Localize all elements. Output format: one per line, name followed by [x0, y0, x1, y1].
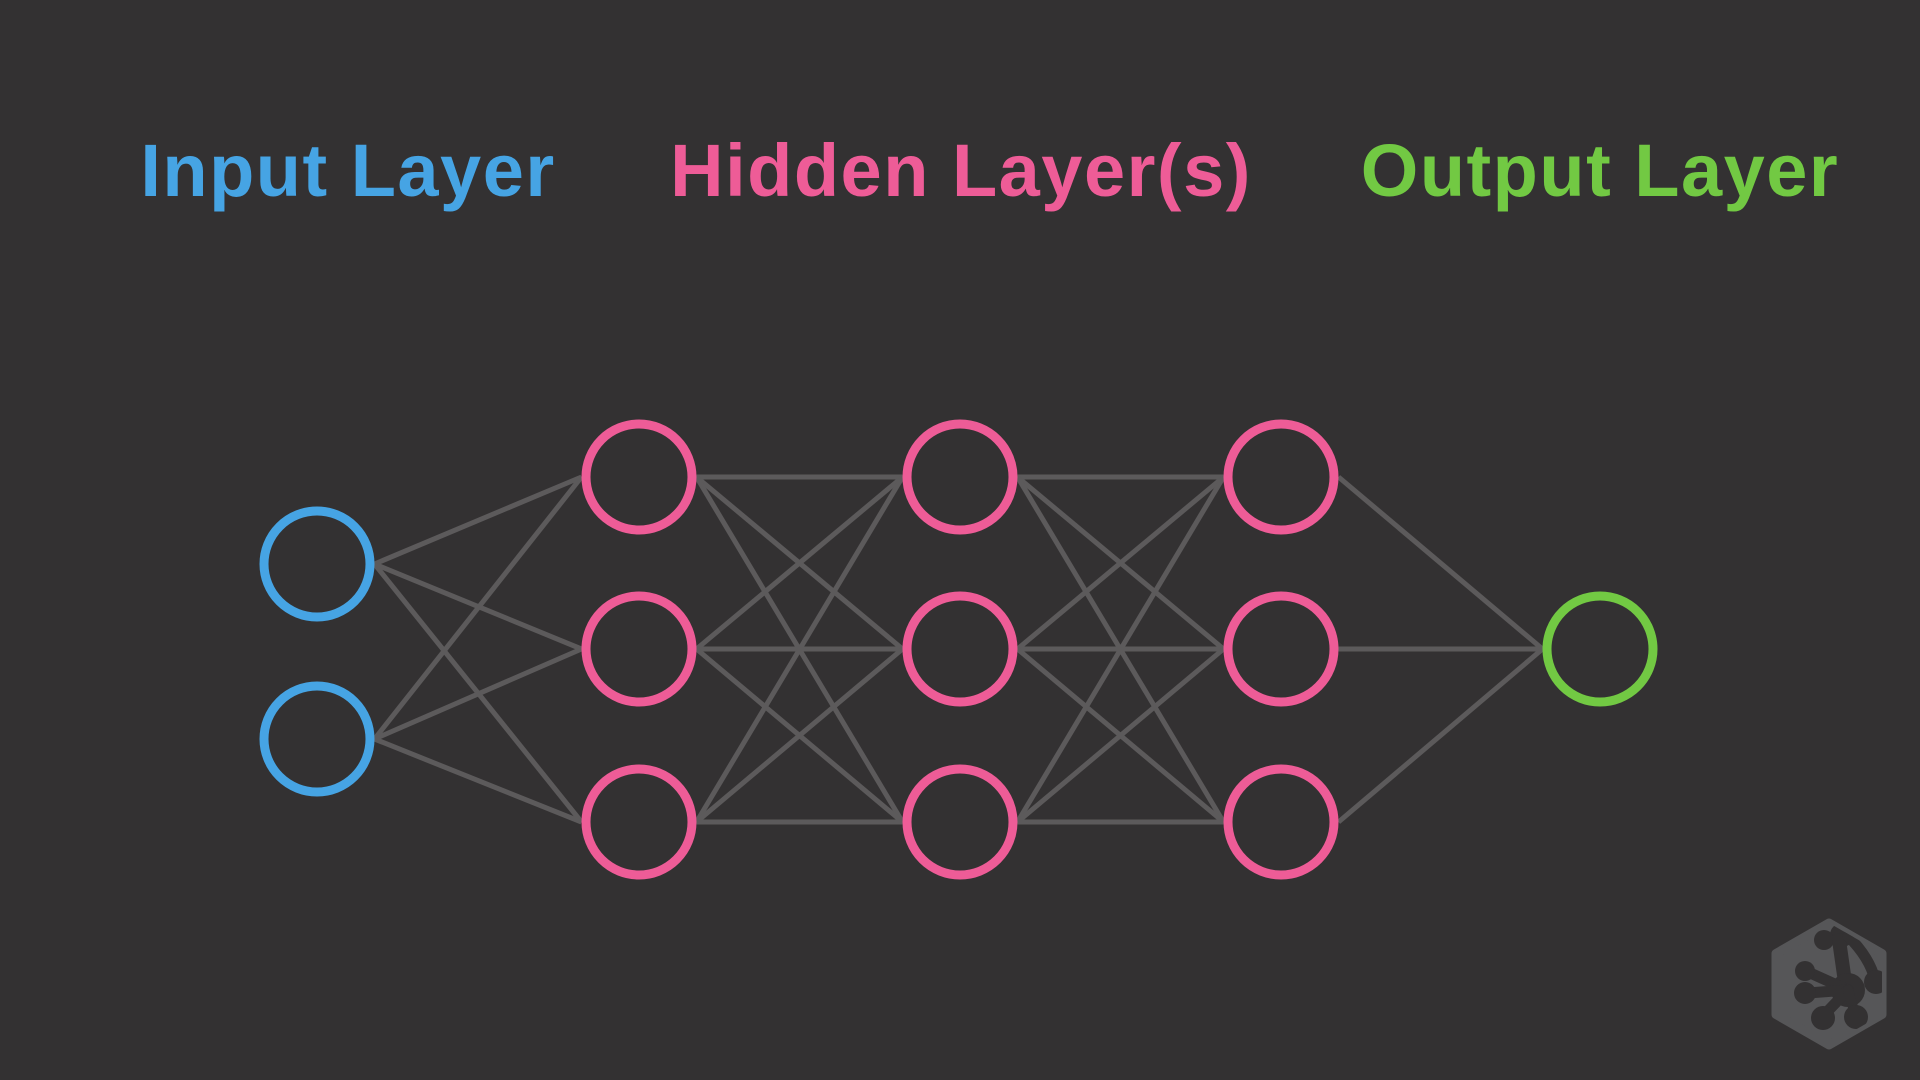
edge-hidden-1-n3-to-hidden-2-n2	[694, 647, 905, 824]
edge-hidden-3-n1-to-output-n1	[1336, 475, 1545, 651]
input-neuron-1	[259, 506, 375, 622]
input-layer-title: Input Layer	[140, 129, 556, 212]
logo-frogfoot-cutout	[1794, 923, 1882, 1030]
edge-hidden-3-n3-to-output-n1	[1336, 647, 1545, 824]
edge-input-n2-to-hidden-1-n1	[372, 475, 584, 741]
edge-hidden-2-n2-to-hidden-3-n1	[1015, 475, 1226, 651]
edge-hidden-2-n3-to-hidden-3-n1	[1015, 475, 1226, 824]
edge-hidden-1-n3-to-hidden-2-n1	[694, 475, 905, 824]
edge-input-n2-to-hidden-1-n3	[373, 736, 583, 825]
edge-input-n2-to-hidden-1-n2	[373, 646, 583, 742]
node-circles-group	[259, 419, 1658, 880]
hidden-1-neuron-2	[581, 591, 697, 707]
hidden-1-neuron-1	[581, 419, 697, 535]
output-neuron-1	[1542, 591, 1658, 707]
hidden-2-neuron-1	[902, 419, 1018, 535]
edge-hidden-1-n2-to-hidden-2-n1	[694, 475, 905, 651]
hidden-1-neuron-3	[581, 764, 697, 880]
edge-input-n1-to-hidden-1-n1	[373, 474, 583, 567]
hidden-3-neuron-3	[1223, 764, 1339, 880]
treefrog-footprint-logo	[1771, 918, 1887, 1050]
edge-lines-group	[372, 474, 1545, 825]
edge-hidden-2-n3-to-hidden-3-n2	[1015, 647, 1226, 824]
hidden-2-neuron-3	[902, 764, 1018, 880]
hidden-3-neuron-2	[1223, 591, 1339, 707]
hidden-2-neuron-2	[902, 591, 1018, 707]
output-layer-title: Output Layer	[1360, 129, 1840, 212]
hidden-layer-title: Hidden Layer(s)	[670, 129, 1252, 212]
input-neuron-2	[259, 681, 375, 797]
hidden-3-neuron-1	[1223, 419, 1339, 535]
